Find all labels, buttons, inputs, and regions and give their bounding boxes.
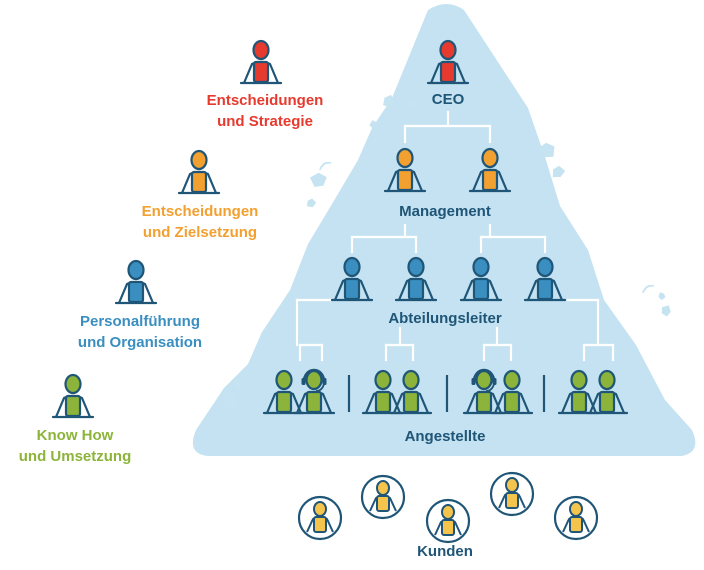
level-label-customers: Kunden bbox=[417, 543, 473, 560]
legend-label-knowhow: Know How und Umsetzung bbox=[0, 425, 150, 467]
legend-leadership-person-icon bbox=[114, 259, 158, 305]
legend-leadership-line2: und Organisation bbox=[77, 334, 203, 351]
debris-fragment bbox=[383, 94, 395, 108]
debris-fragment bbox=[407, 98, 418, 111]
debris-fragment bbox=[233, 378, 243, 391]
crumbling-debris bbox=[221, 94, 671, 409]
debris-fragment bbox=[537, 142, 555, 158]
customer-person-icon bbox=[425, 498, 471, 544]
level-label-department-heads: Abteilungsleiter bbox=[388, 310, 502, 327]
legend-strategy-line2: und Strategie bbox=[217, 113, 313, 130]
customer-person-icon bbox=[297, 495, 343, 541]
motion-lines-icon bbox=[319, 161, 332, 171]
debris-fragment bbox=[658, 292, 666, 301]
legend-label-strategy: Entscheidungen und Strategie bbox=[180, 90, 350, 132]
debris-fragment bbox=[661, 305, 671, 317]
pyramid-background bbox=[192, 4, 696, 456]
customer-person-icon bbox=[553, 495, 599, 541]
legend-label-leadership: Personalführung und Organisation bbox=[50, 311, 230, 353]
pyramid-shape bbox=[192, 4, 696, 456]
legend-goals-person-icon bbox=[177, 149, 221, 195]
motion-lines-icon bbox=[642, 284, 655, 294]
legend-knowhow-line1: Know How bbox=[36, 427, 114, 444]
level-label-employees: Angestellte bbox=[404, 428, 486, 445]
hierarchy-connectors bbox=[295, 110, 615, 412]
legend-leadership-line1: Personalführung bbox=[79, 313, 200, 330]
legend-goals-line2: und Zielsetzung bbox=[142, 224, 258, 241]
level-label-ceo: CEO bbox=[431, 91, 465, 108]
customer-circles bbox=[297, 471, 599, 544]
legend-strategy-person-icon bbox=[239, 39, 283, 85]
legend-knowhow-person-icon bbox=[51, 373, 95, 419]
legend-label-goals: Entscheidungen und Zielsetzung bbox=[115, 201, 285, 243]
level-label-management: Management bbox=[399, 203, 491, 220]
debris-fragment bbox=[307, 198, 317, 208]
debris-fragment bbox=[552, 165, 566, 178]
customer-person-icon bbox=[489, 471, 535, 517]
customer-person-icon bbox=[360, 474, 406, 520]
debris-fragment bbox=[310, 172, 327, 187]
legend-goals-line1: Entscheidungen bbox=[141, 203, 259, 220]
legend-knowhow-line2: und Umsetzung bbox=[18, 448, 132, 465]
debris-fragment bbox=[369, 120, 379, 129]
debris-fragment bbox=[221, 391, 239, 409]
legend-strategy-line1: Entscheidungen bbox=[206, 92, 324, 109]
